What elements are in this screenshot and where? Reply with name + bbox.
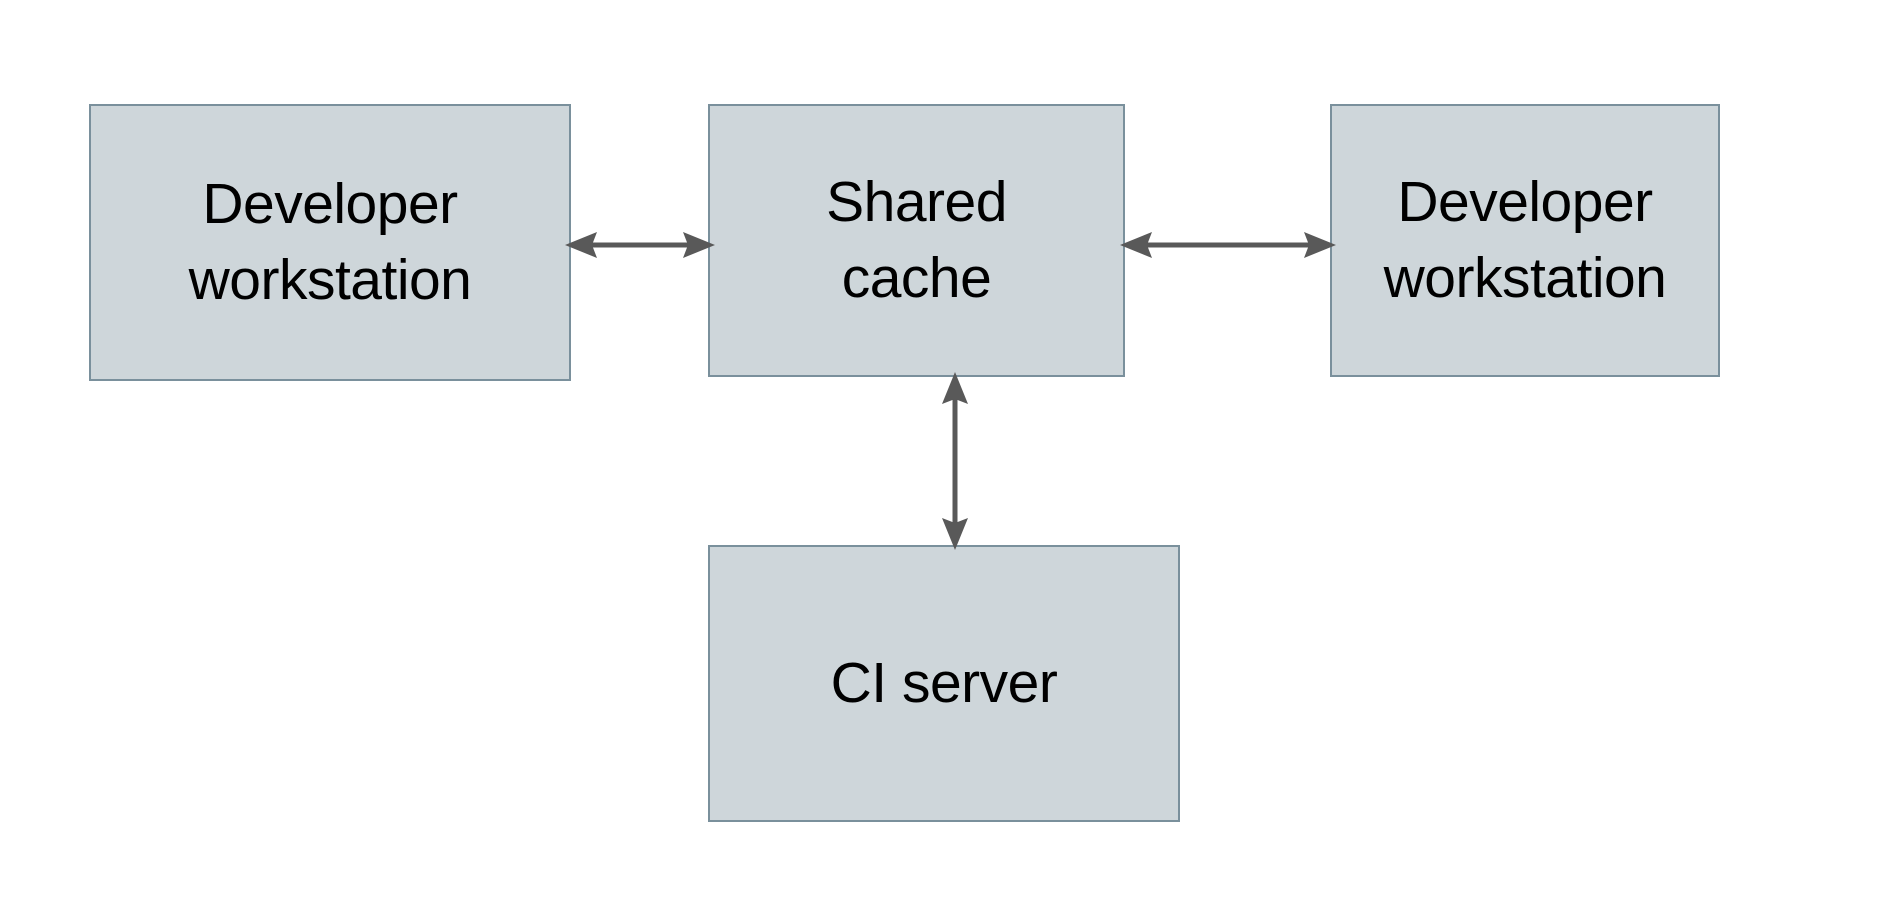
node-label: Developer workstation: [188, 172, 472, 312]
edge-shared-cache-to-ci-server-double-arrow-icon: [942, 372, 968, 550]
edge-shared-cache-to-dev-right-double-arrow-icon: [1120, 232, 1336, 258]
node-label: Developer workstation: [1383, 170, 1667, 310]
node-label: Shared cache: [826, 170, 1007, 310]
node-ci-server[interactable]: CI server: [708, 545, 1180, 822]
node-developer-workstation-right[interactable]: Developer workstation: [1330, 104, 1720, 377]
node-label: CI server: [830, 650, 1058, 715]
edge-dev-left-to-shared-cache-double-arrow-icon: [565, 232, 715, 258]
node-shared-cache[interactable]: Shared cache: [708, 104, 1125, 377]
node-developer-workstation-left[interactable]: Developer workstation: [89, 104, 571, 381]
